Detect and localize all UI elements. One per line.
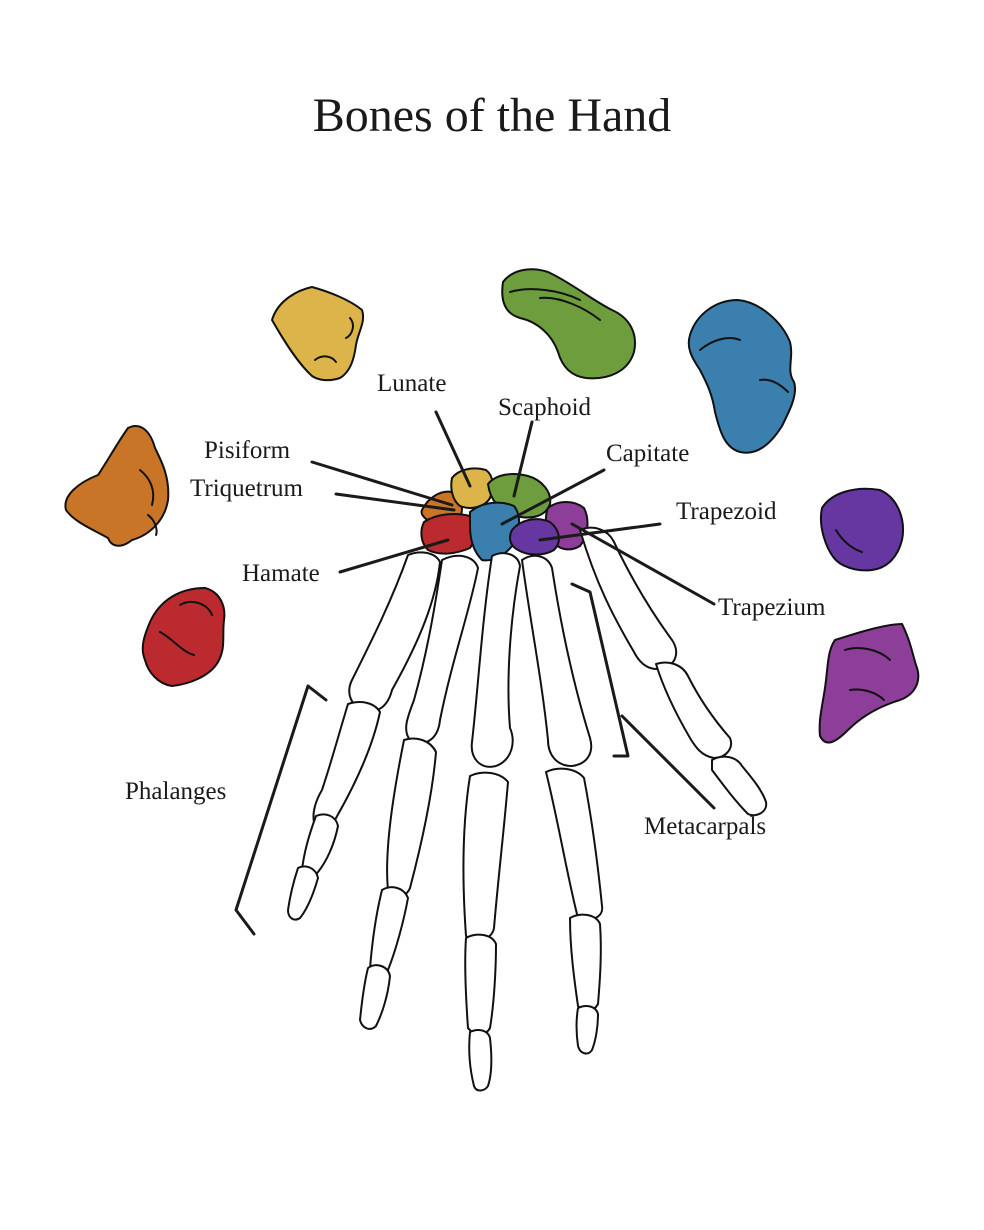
leader-lines — [310, 410, 716, 810]
large-lunate-bone — [271, 286, 365, 382]
wrist-hamate — [420, 513, 477, 555]
label-metacarpals: Metacarpals — [644, 813, 767, 840]
large-trapezium-bone — [818, 623, 920, 744]
metacarpal-bones — [348, 526, 678, 768]
label-scaphoid: Scaphoid — [498, 394, 592, 421]
metacarpals-bracket — [570, 582, 630, 758]
phalanx-bones — [287, 661, 768, 1092]
label-lunate: Lunate — [377, 370, 447, 397]
phalanges-bracket — [234, 684, 328, 936]
wrist-trapezoid — [509, 518, 560, 556]
large-capitate-bone — [687, 299, 796, 454]
label-trapezoid: Trapezoid — [676, 498, 777, 525]
wrist-lunate — [450, 467, 494, 509]
label-capitate: Capitate — [606, 440, 690, 467]
label-hamate: Hamate — [242, 560, 320, 587]
large-hamate-bone — [141, 587, 226, 687]
label-triquetrum: Triquetrum — [190, 475, 303, 502]
large-scaphoid-bone — [501, 268, 636, 380]
page-title: Bones of the Hand — [312, 89, 672, 142]
large-trapezoid-bone — [820, 487, 904, 572]
label-phalanges: Phalanges — [125, 778, 227, 805]
label-trapezium: Trapezium — [718, 594, 826, 621]
label-pisiform: Pisiform — [204, 437, 291, 464]
